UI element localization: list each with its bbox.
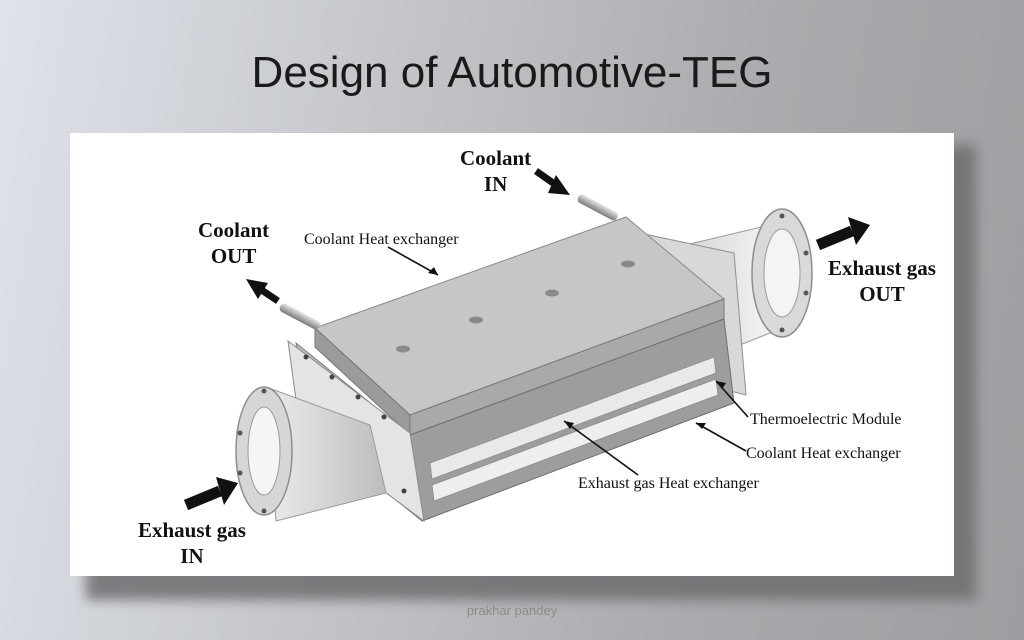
teg-diagram: Coolant IN Coolant OUT Exhaust gas OUT E… bbox=[70, 133, 954, 576]
slide-footer: prakhar pandey bbox=[466, 603, 558, 618]
teg-illustration bbox=[183, 168, 870, 523]
label-exhaust-out: Exhaust gas OUT bbox=[828, 256, 936, 306]
coolant-out-arrow bbox=[246, 279, 280, 304]
label-coolant-heat-exchanger-bottom: Coolant Heat exchanger bbox=[746, 445, 901, 462]
top-coolant-plate bbox=[314, 216, 725, 437]
leader-arrowheads bbox=[428, 267, 726, 429]
exhaust-out-arrow bbox=[815, 217, 870, 251]
label-coolant-in: Coolant IN bbox=[460, 146, 532, 196]
coolant-pipes bbox=[279, 194, 618, 330]
label-coolant-out: Coolant OUT bbox=[198, 218, 270, 268]
label-coolant-heat-exchanger-top: Coolant Heat exchanger bbox=[304, 231, 459, 248]
leader-lines bbox=[387, 246, 749, 476]
exhaust-inlet-cone bbox=[235, 386, 387, 522]
label-exhaust-gas-heat-exchanger: Exhaust gas Heat exchanger bbox=[578, 475, 759, 492]
exhaust-in-arrow bbox=[183, 477, 238, 511]
label-thermoelectric-module: Thermoelectric Module bbox=[750, 411, 902, 428]
slide-title: Design of Automotive-TEG bbox=[251, 48, 773, 97]
coolant-in-arrow bbox=[533, 168, 570, 195]
label-exhaust-in: Exhaust gas IN bbox=[138, 518, 246, 568]
